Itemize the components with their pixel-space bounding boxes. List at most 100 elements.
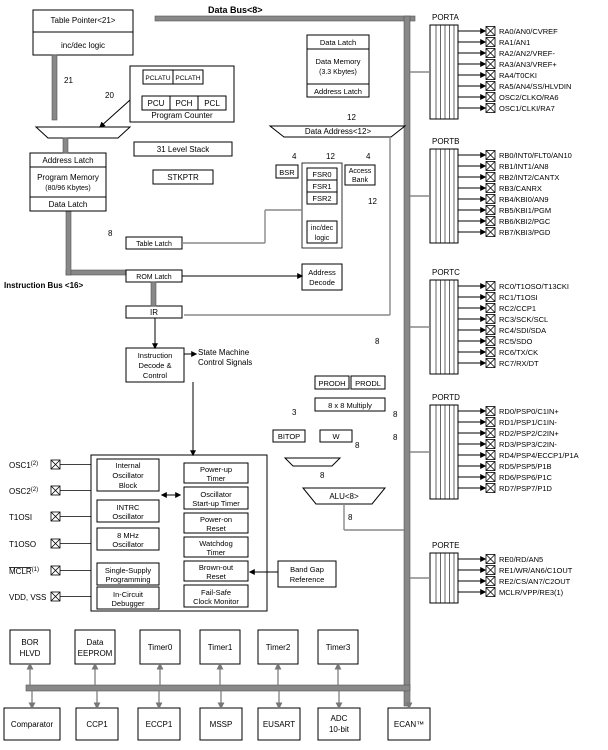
svg-text:PRODL: PRODL	[355, 379, 381, 388]
svg-text:Oscillator: Oscillator	[112, 540, 144, 549]
svg-text:Program Memory: Program Memory	[37, 173, 99, 182]
port-pin-label: RB4/KBI0/AN9	[499, 195, 549, 204]
port-pin-box	[485, 216, 496, 226]
peripheral-bus	[25, 684, 411, 692]
svg-text:8 x 8 Multiply: 8 x 8 Multiply	[328, 401, 372, 410]
address-decode: Address Decode	[301, 263, 343, 291]
svg-text:BOR: BOR	[21, 638, 39, 647]
alu-input-mux	[283, 457, 342, 467]
svg-text:VDD, VSS: VDD, VSS	[9, 593, 46, 602]
svg-text:Data: Data	[87, 638, 104, 647]
port-porte: PORTERE0/RD/AN5RE1/WR/AN6/C1OUTRE2/CS/AN…	[410, 541, 573, 604]
port-pin-box	[485, 194, 496, 204]
svg-text:Reset: Reset	[206, 572, 227, 581]
width-12-top: 12	[347, 113, 356, 122]
width-20: 20	[105, 91, 114, 100]
port-pin-box	[485, 406, 496, 416]
port-pin-box	[485, 161, 496, 171]
mhz-osc: 8 MHz Oscillator	[96, 527, 160, 551]
port-pin-label: RC6/TX/CK	[499, 348, 538, 357]
svg-text:T1OSO: T1OSO	[9, 540, 36, 549]
port-pin-box	[485, 428, 496, 438]
port-pin-label: RC1/T1OSI	[499, 293, 538, 302]
svg-text:inc/dec: inc/dec	[311, 225, 334, 232]
svg-text:Single-Supply: Single-Supply	[105, 566, 152, 575]
width-8-mult: 8	[393, 410, 398, 419]
port-pin-label: MCLR/VPP/RE3(1)	[499, 588, 564, 597]
port-pin-box	[485, 227, 496, 237]
port-portd: PORTDRD0/PSP0/C1IN+RD1/PSP1/C1IN-RD2/PSP…	[410, 393, 579, 500]
svg-text:STKPTR: STKPTR	[167, 173, 199, 182]
svg-text:PCH: PCH	[176, 99, 193, 108]
port-portb: PORTBRB0/INT0/FLT0/AN10RB1/INT1/AN8RB2/I…	[410, 137, 572, 244]
port-pin-label: RD5/PSP5/P1B	[499, 462, 552, 471]
svg-text:Block: Block	[119, 481, 138, 490]
svg-text:Timer3: Timer3	[326, 643, 351, 652]
svg-text:IR: IR	[150, 308, 158, 317]
svg-text:Decode: Decode	[309, 278, 335, 287]
ir-register: IR	[125, 305, 183, 319]
svg-text:BSR: BSR	[279, 168, 295, 177]
svg-text:Data Memory: Data Memory	[315, 57, 360, 66]
osc-pin-box	[50, 511, 61, 522]
port-pin-box	[485, 554, 496, 564]
width-4-access: 4	[366, 152, 371, 161]
port-pin-box	[485, 587, 496, 597]
port-pin-label: RD1/PSP1/C1IN-	[499, 418, 557, 427]
svg-text:Reference: Reference	[290, 575, 325, 584]
prodl: PRODL	[350, 375, 386, 390]
port-pin-box	[485, 461, 496, 471]
width-21: 21	[64, 76, 73, 85]
port-pin-box	[485, 205, 496, 215]
port-pin-label: RA1/AN1	[499, 38, 530, 47]
svg-text:Timer0: Timer0	[148, 643, 173, 652]
port-pin-label: RC2/CCP1	[499, 304, 536, 313]
port-latch	[429, 24, 459, 120]
svg-text:Oscillator: Oscillator	[200, 490, 232, 499]
svg-text:Timer1: Timer1	[208, 643, 233, 652]
port-pin-box	[485, 565, 496, 575]
multiplier: 8 x 8 Multiply	[314, 397, 386, 412]
peripheral-eusart: EUSART	[257, 691, 301, 741]
port-pin-label: RC7/RX/DT	[499, 359, 539, 368]
port-pin-label: RA0/AN0/CVREF	[499, 27, 558, 36]
port-name: PORTA	[432, 13, 459, 22]
port-pin-box	[485, 417, 496, 427]
svg-text:OSC1(2): OSC1(2)	[9, 461, 38, 470]
state-machine-label-1: State Machine	[198, 348, 250, 357]
width-12-right: 12	[368, 197, 377, 206]
alu	[301, 487, 387, 505]
svg-text:Start-up Timer: Start-up Timer	[192, 499, 240, 508]
port-pin-box	[485, 70, 496, 80]
internal-osc-block: Internal Oscillator Block	[96, 458, 160, 492]
port-pin-box	[485, 483, 496, 493]
osc-pin-box	[50, 591, 61, 602]
width-8-alu-out: 8	[348, 513, 353, 522]
svg-text:Access: Access	[349, 168, 372, 175]
port-name: PORTC	[432, 268, 460, 277]
table-latch: Table Latch	[125, 236, 183, 250]
svg-text:Timer: Timer	[207, 548, 226, 557]
port-pin-label: OSC1/CLKI/RA7	[499, 104, 555, 113]
bitop: BITOP	[272, 429, 306, 443]
svg-text:Debugger: Debugger	[112, 599, 145, 608]
fsr-group	[301, 162, 343, 249]
state-machine-label-2: Control Signals	[198, 358, 252, 367]
port-pin-label: RB3/CANRX	[499, 184, 542, 193]
port-pin-box	[485, 48, 496, 58]
port-name: PORTD	[432, 393, 460, 402]
port-pin-box	[485, 81, 496, 91]
svg-text:FSR1: FSR1	[312, 182, 331, 191]
port-pin-box	[485, 576, 496, 586]
svg-text:Address Latch: Address Latch	[42, 156, 93, 165]
port-pin-label: RD2/PSP2/C2IN+	[499, 429, 559, 438]
width-8-w: 8	[355, 441, 360, 450]
peripheral-mssp: MSSP	[199, 691, 243, 741]
port-pin-label: RA2/AN2/VREF-	[499, 49, 555, 58]
port-pin-box	[485, 150, 496, 160]
program-memory: Address Latch Program Memory (80/96 Kbyt…	[29, 152, 107, 212]
port-pin-label: RB2/INT2/CANTX	[499, 173, 559, 182]
svg-text:Address Latch: Address Latch	[314, 87, 362, 96]
port-pin-box	[485, 172, 496, 182]
